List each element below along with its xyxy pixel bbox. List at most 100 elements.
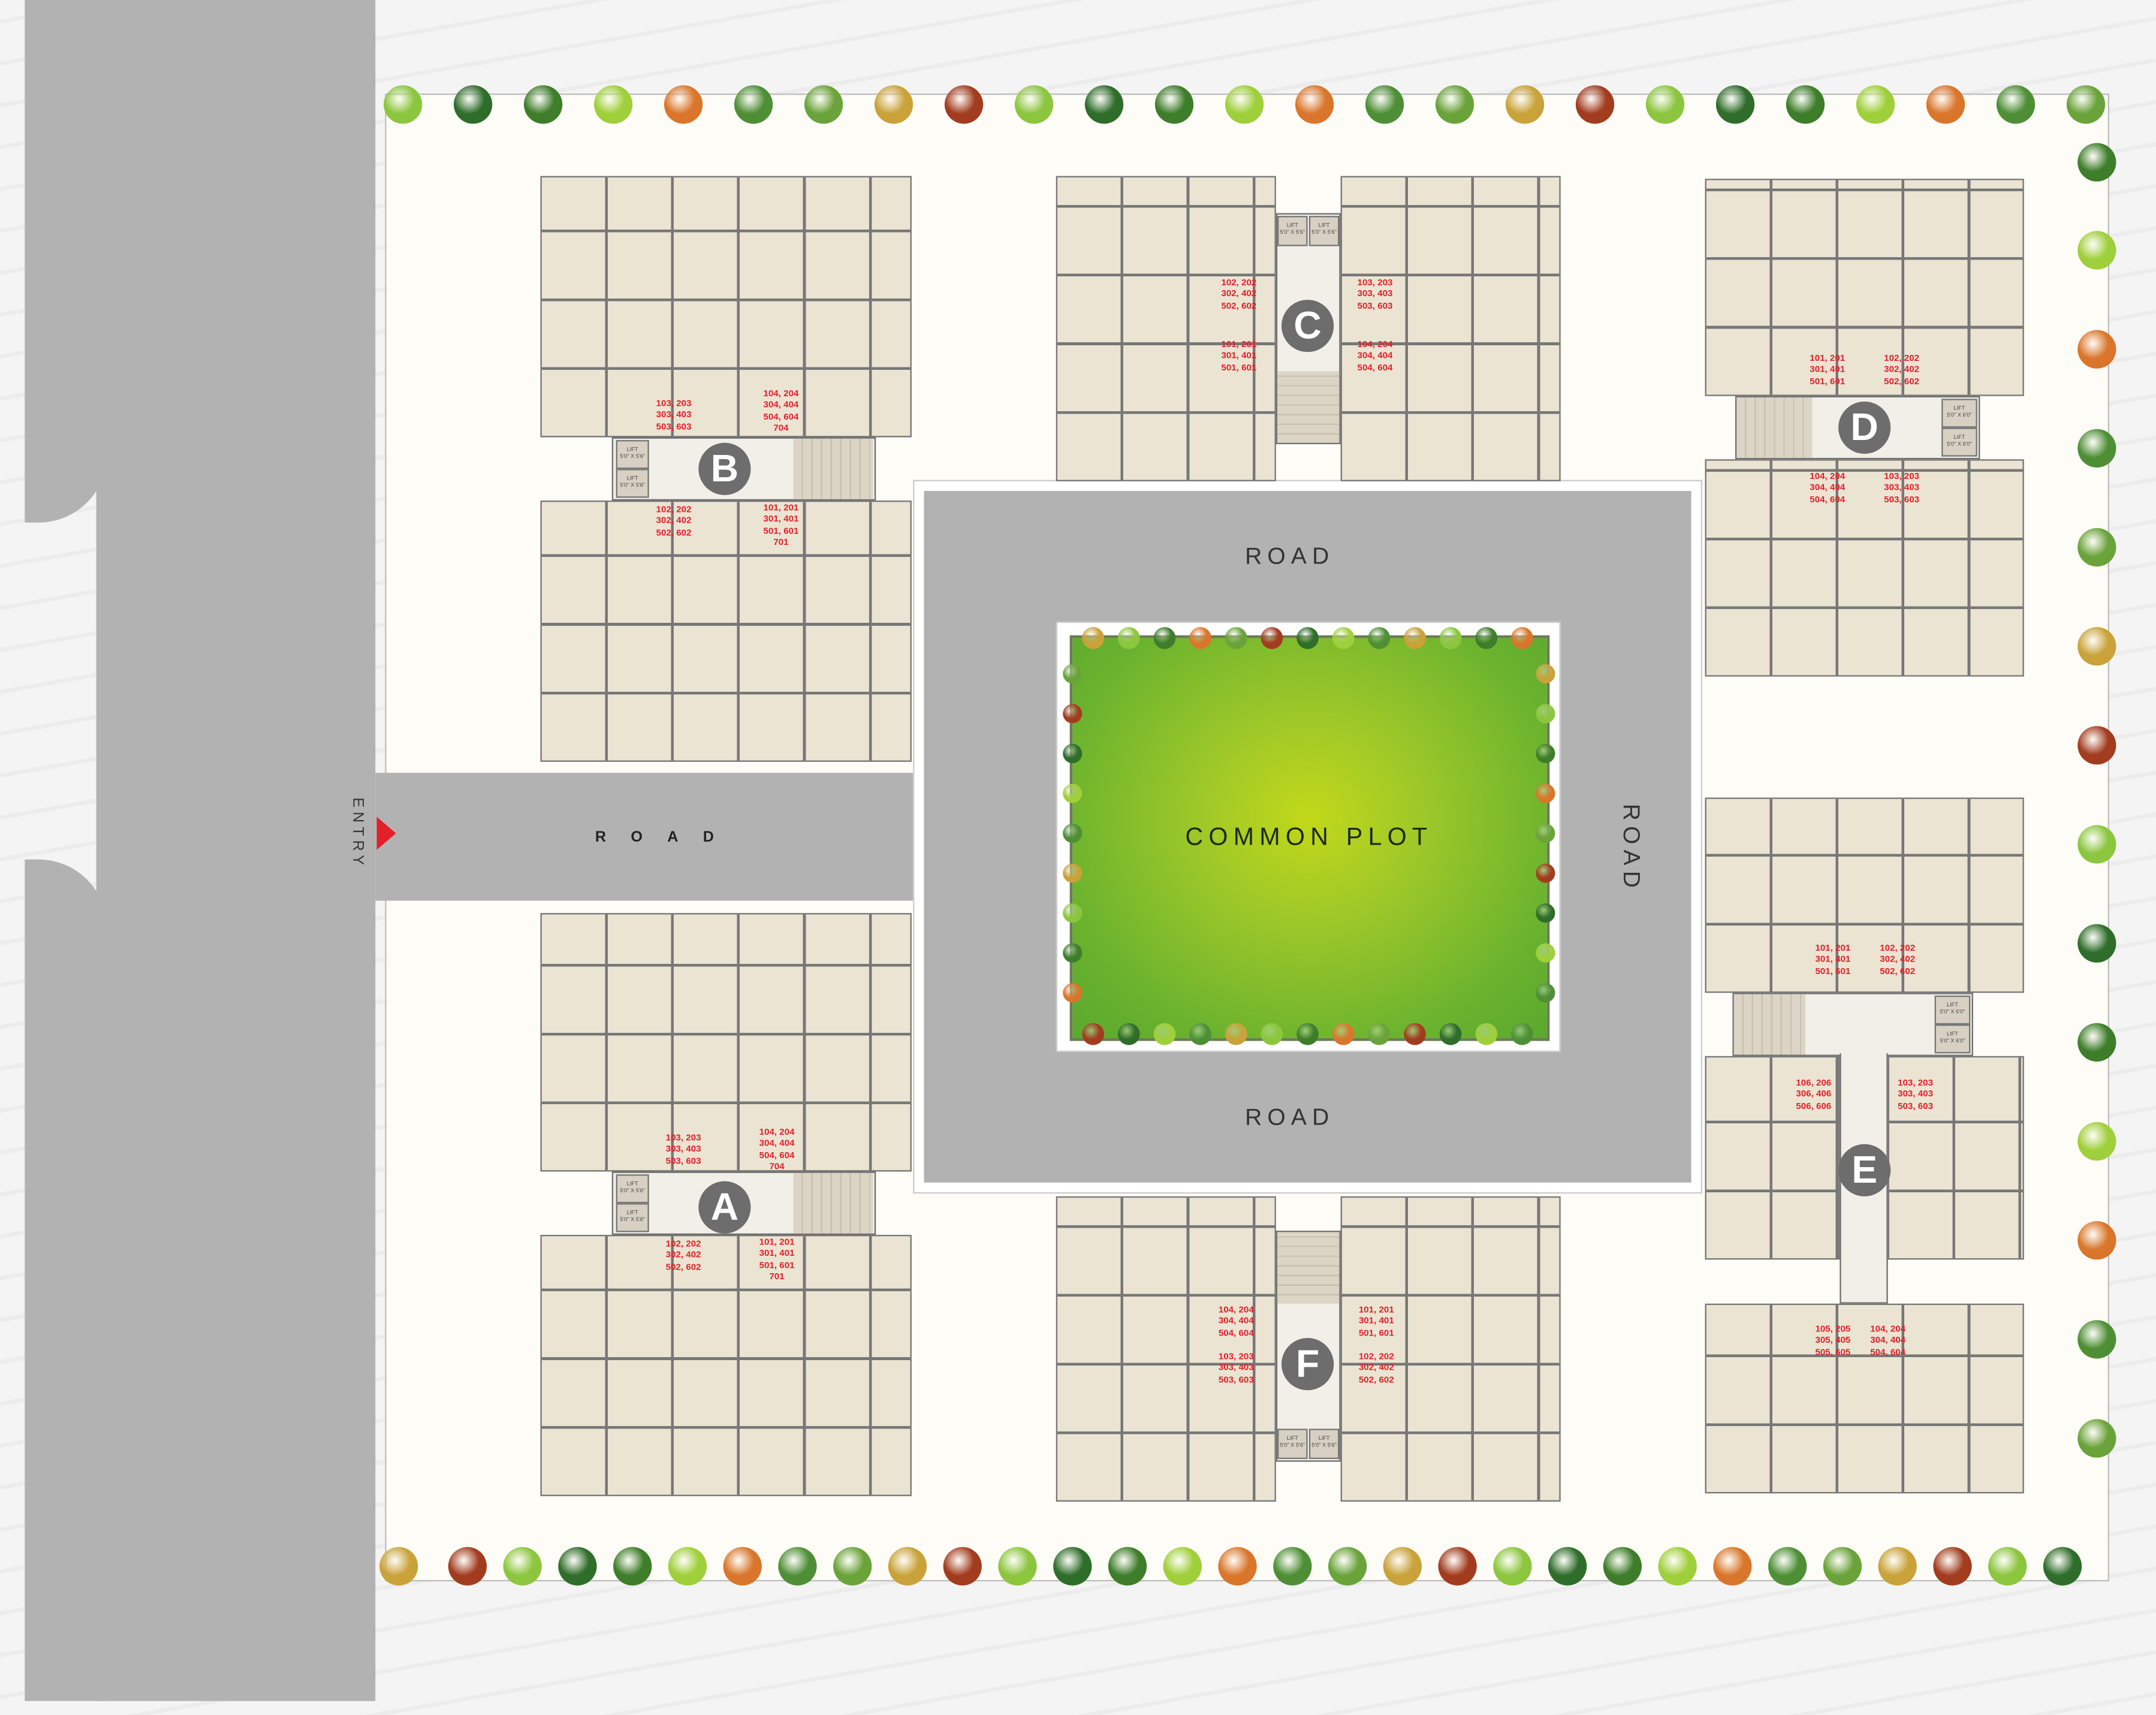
tree-icon: [1063, 744, 1082, 764]
entry-label: ENTRY: [349, 797, 366, 869]
block-d-north-wing: [1705, 179, 2024, 396]
tree-icon: [1988, 1547, 2027, 1586]
block-e-south-wing: [1705, 1303, 2024, 1494]
block-e-units: 104, 204 304, 404 504, 604: [1870, 1325, 1906, 1358]
block-a-lift: LIFT 5'0" X 5'6": [616, 1203, 649, 1232]
block-a-units: 103, 203 303, 403 503, 603: [665, 1134, 701, 1167]
tree-icon: [1154, 85, 1194, 124]
block-d-units: 103, 203 303, 403 503, 603: [1884, 472, 1920, 505]
tree-icon: [454, 85, 493, 124]
tree-icon: [888, 1547, 927, 1586]
block-a-lift: LIFT 5'0" X 5'6": [616, 1174, 649, 1204]
tree-icon: [1536, 704, 1555, 724]
tree-icon: [2077, 231, 2116, 270]
tree-icon: [2077, 924, 2116, 963]
block-c-west-wing: [1056, 176, 1276, 481]
block-c-badge: C: [1281, 300, 1334, 352]
road-label-top: ROAD: [1245, 543, 1335, 569]
tree-icon: [558, 1547, 597, 1586]
tree-icon: [1383, 1547, 1422, 1586]
tree-icon: [1786, 85, 1825, 124]
tree-icon: [804, 85, 843, 124]
tree-icon: [2077, 1419, 2116, 1458]
block-c-units: 103, 203 303, 403 503, 603: [1357, 278, 1393, 311]
block-e-badge: E: [1838, 1144, 1891, 1196]
block-f-east-wing: [1340, 1196, 1561, 1502]
block-c-east-wing: [1340, 176, 1561, 481]
tree-icon: [1926, 85, 1965, 124]
tree-icon: [1823, 1547, 1862, 1586]
block-e-stair: [1733, 994, 1806, 1055]
block-c-units: 104, 204 304, 404 504, 604: [1357, 340, 1393, 373]
tree-icon: [2077, 825, 2116, 864]
tree-icon: [2077, 528, 2116, 567]
tree-icon: [379, 1547, 418, 1586]
tree-icon: [1084, 85, 1124, 124]
block-b-badge: B: [698, 442, 751, 495]
tree-icon: [1273, 1547, 1312, 1586]
block-a-units: 104, 204 304, 404 504, 604 704: [759, 1128, 795, 1173]
tree-icon: [1225, 1023, 1247, 1045]
tree-icon: [833, 1547, 872, 1586]
block-b-lift: LIFT 5'0" X 5'6": [616, 440, 649, 469]
tree-icon: [1536, 664, 1555, 684]
tree-icon: [1082, 1023, 1105, 1045]
tree-icon: [448, 1547, 487, 1586]
block-a-stair: [793, 1173, 873, 1234]
tree-icon: [1536, 744, 1555, 764]
tree-icon: [1511, 627, 1533, 649]
block-b-units: 102, 202 302, 402 502, 602: [656, 505, 692, 538]
tree-icon: [1996, 85, 2036, 124]
tree-icon: [524, 85, 563, 124]
tree-icon: [1368, 627, 1391, 649]
block-f-units: 102, 202 302, 402 502, 602: [1358, 1352, 1394, 1385]
tree-icon: [1536, 903, 1555, 923]
block-e-north-wing: [1705, 797, 2024, 993]
tree-icon: [1189, 627, 1212, 649]
block-d-lift: LIFT 5'0" X 6'0": [1941, 399, 1977, 428]
common-plot-label: COMMON PLOT: [1185, 822, 1433, 851]
block-d-units: 104, 204 304, 404 504, 604: [1810, 472, 1846, 505]
tree-icon: [2077, 1122, 2116, 1161]
tree-icon: [1082, 627, 1105, 649]
tree-icon: [1548, 1547, 1587, 1586]
tree-icon: [1225, 627, 1247, 649]
block-c-lift: LIFT 5'0" X 5'6": [1308, 216, 1340, 246]
block-e-west-wing: [1705, 1056, 1840, 1260]
tree-icon: [1439, 1023, 1462, 1045]
tree-icon: [1438, 1547, 1477, 1586]
block-d-lift: LIFT 5'0" X 6'0": [1941, 427, 1977, 457]
block-d-south-wing: [1705, 459, 2024, 677]
tree-icon: [1225, 85, 1264, 124]
block-a-badge: A: [698, 1181, 751, 1234]
entry-arrow-icon: [376, 816, 396, 850]
block-b-units: 103, 203 303, 403 503, 603: [656, 399, 692, 432]
tree-icon: [1118, 627, 1140, 649]
tree-icon: [1404, 627, 1426, 649]
tree-icon: [2077, 143, 2116, 182]
block-e-units: 102, 202 302, 402 502, 602: [1880, 944, 1916, 977]
tree-icon: [1365, 85, 1404, 124]
tree-icon: [2077, 429, 2116, 468]
tree-icon: [1218, 1547, 1257, 1586]
tree-icon: [1328, 1547, 1367, 1586]
tree-icon: [943, 1547, 982, 1586]
tree-icon: [1063, 704, 1082, 724]
tree-icon: [874, 85, 913, 124]
block-b-north-wing: [540, 176, 912, 438]
tree-icon: [1505, 85, 1545, 124]
tree-icon: [1063, 943, 1082, 963]
tree-icon: [1658, 1547, 1697, 1586]
tree-icon: [1536, 863, 1555, 883]
block-f-lift: LIFT 5'0" X 5'6": [1308, 1428, 1340, 1459]
tree-icon: [2077, 726, 2116, 765]
block-c-lift: LIFT 5'0" X 5'6": [1277, 216, 1308, 246]
tree-icon: [664, 85, 703, 124]
block-f-stair: [1277, 1232, 1340, 1304]
outer-road-edge: [25, 0, 107, 523]
tree-icon: [594, 85, 633, 124]
block-f-badge: F: [1281, 1338, 1334, 1391]
tree-icon: [1645, 85, 1685, 124]
tree-icon: [1536, 983, 1555, 1003]
